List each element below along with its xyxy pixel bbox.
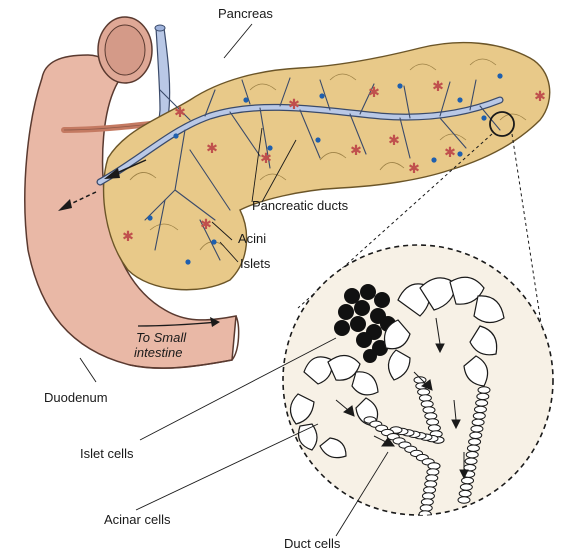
acini-marker: [315, 137, 320, 142]
duct-cell: [427, 419, 439, 425]
duct-cell: [428, 425, 440, 431]
to-small-label: To Small: [136, 330, 187, 345]
acini-marker: [481, 115, 486, 120]
islets-label: Islets: [240, 256, 271, 271]
intestine-label: intestine: [134, 345, 182, 360]
duct-cell: [427, 469, 439, 475]
islet-marker: ✱: [432, 79, 444, 95]
duct-cell: [425, 413, 437, 419]
acini-marker: [397, 83, 402, 88]
duct-cell: [418, 517, 430, 523]
duct-cell: [476, 400, 488, 406]
pancreas-label: Pancreas: [218, 6, 273, 21]
duct-cells-label: Duct cells: [284, 536, 341, 551]
duct-cell: [478, 387, 490, 393]
duct-cell: [423, 407, 435, 413]
acini-marker: [173, 133, 178, 138]
duct-cell: [472, 419, 484, 425]
islet-marker: ✱: [206, 141, 218, 157]
duct-cell: [473, 413, 485, 419]
islet-marker: ✱: [260, 151, 272, 167]
duct-cell: [471, 426, 483, 432]
duct-cell: [418, 389, 430, 395]
duct-cell: [470, 432, 482, 438]
acini-marker: [267, 145, 272, 150]
duct-cell: [459, 490, 471, 496]
duct-cell: [469, 439, 481, 445]
duct-cell: [477, 393, 489, 399]
acini-marker: [243, 97, 248, 102]
islet-marker: ✱: [388, 133, 400, 149]
duct-cell: [426, 475, 438, 481]
duct-cell: [419, 511, 431, 517]
acini-marker: [497, 73, 502, 78]
duct-cell: [474, 406, 486, 412]
pancreatic-ducts-label: Pancreatic ducts: [252, 198, 349, 213]
islet-marker: ✱: [368, 85, 380, 101]
duct-cell: [421, 499, 433, 505]
duct-cell: [421, 401, 433, 407]
islet-marker: ✱: [408, 161, 420, 177]
duct-cell: [460, 484, 472, 490]
islet-marker: ✱: [200, 217, 212, 233]
duct-cell: [424, 487, 436, 493]
duct-cell: [458, 497, 470, 503]
duodenum-label: Duodenum: [44, 390, 108, 405]
duct-cell: [466, 452, 478, 458]
duct-cell: [420, 505, 432, 511]
duct-cell: [462, 477, 474, 483]
acini-marker: [431, 157, 436, 162]
acinar-cells-label: Acinar cells: [104, 512, 171, 527]
magnified-view: [283, 245, 553, 523]
duct-cell: [465, 458, 477, 464]
duct-cell: [428, 463, 440, 469]
islet-marker: ✱: [350, 143, 362, 159]
acini-label: Acini: [238, 231, 266, 246]
islet-cells-label: Islet cells: [80, 446, 134, 461]
duct-cell: [425, 481, 437, 487]
islet-marker: ✱: [534, 89, 546, 105]
islet-marker: ✱: [444, 145, 456, 161]
acini-marker: [147, 215, 152, 220]
acini-marker: [319, 93, 324, 98]
duct-cell: [467, 445, 479, 451]
duct-cell: [422, 493, 434, 499]
duct-cell: [419, 395, 431, 401]
islet-marker: ✱: [174, 105, 186, 121]
acini-marker: [185, 259, 190, 264]
acini-marker: [211, 239, 216, 244]
acini-marker: [457, 97, 462, 102]
acini-marker: [457, 151, 462, 156]
islet-marker: ✱: [122, 229, 134, 245]
islet-marker: ✱: [288, 97, 300, 113]
